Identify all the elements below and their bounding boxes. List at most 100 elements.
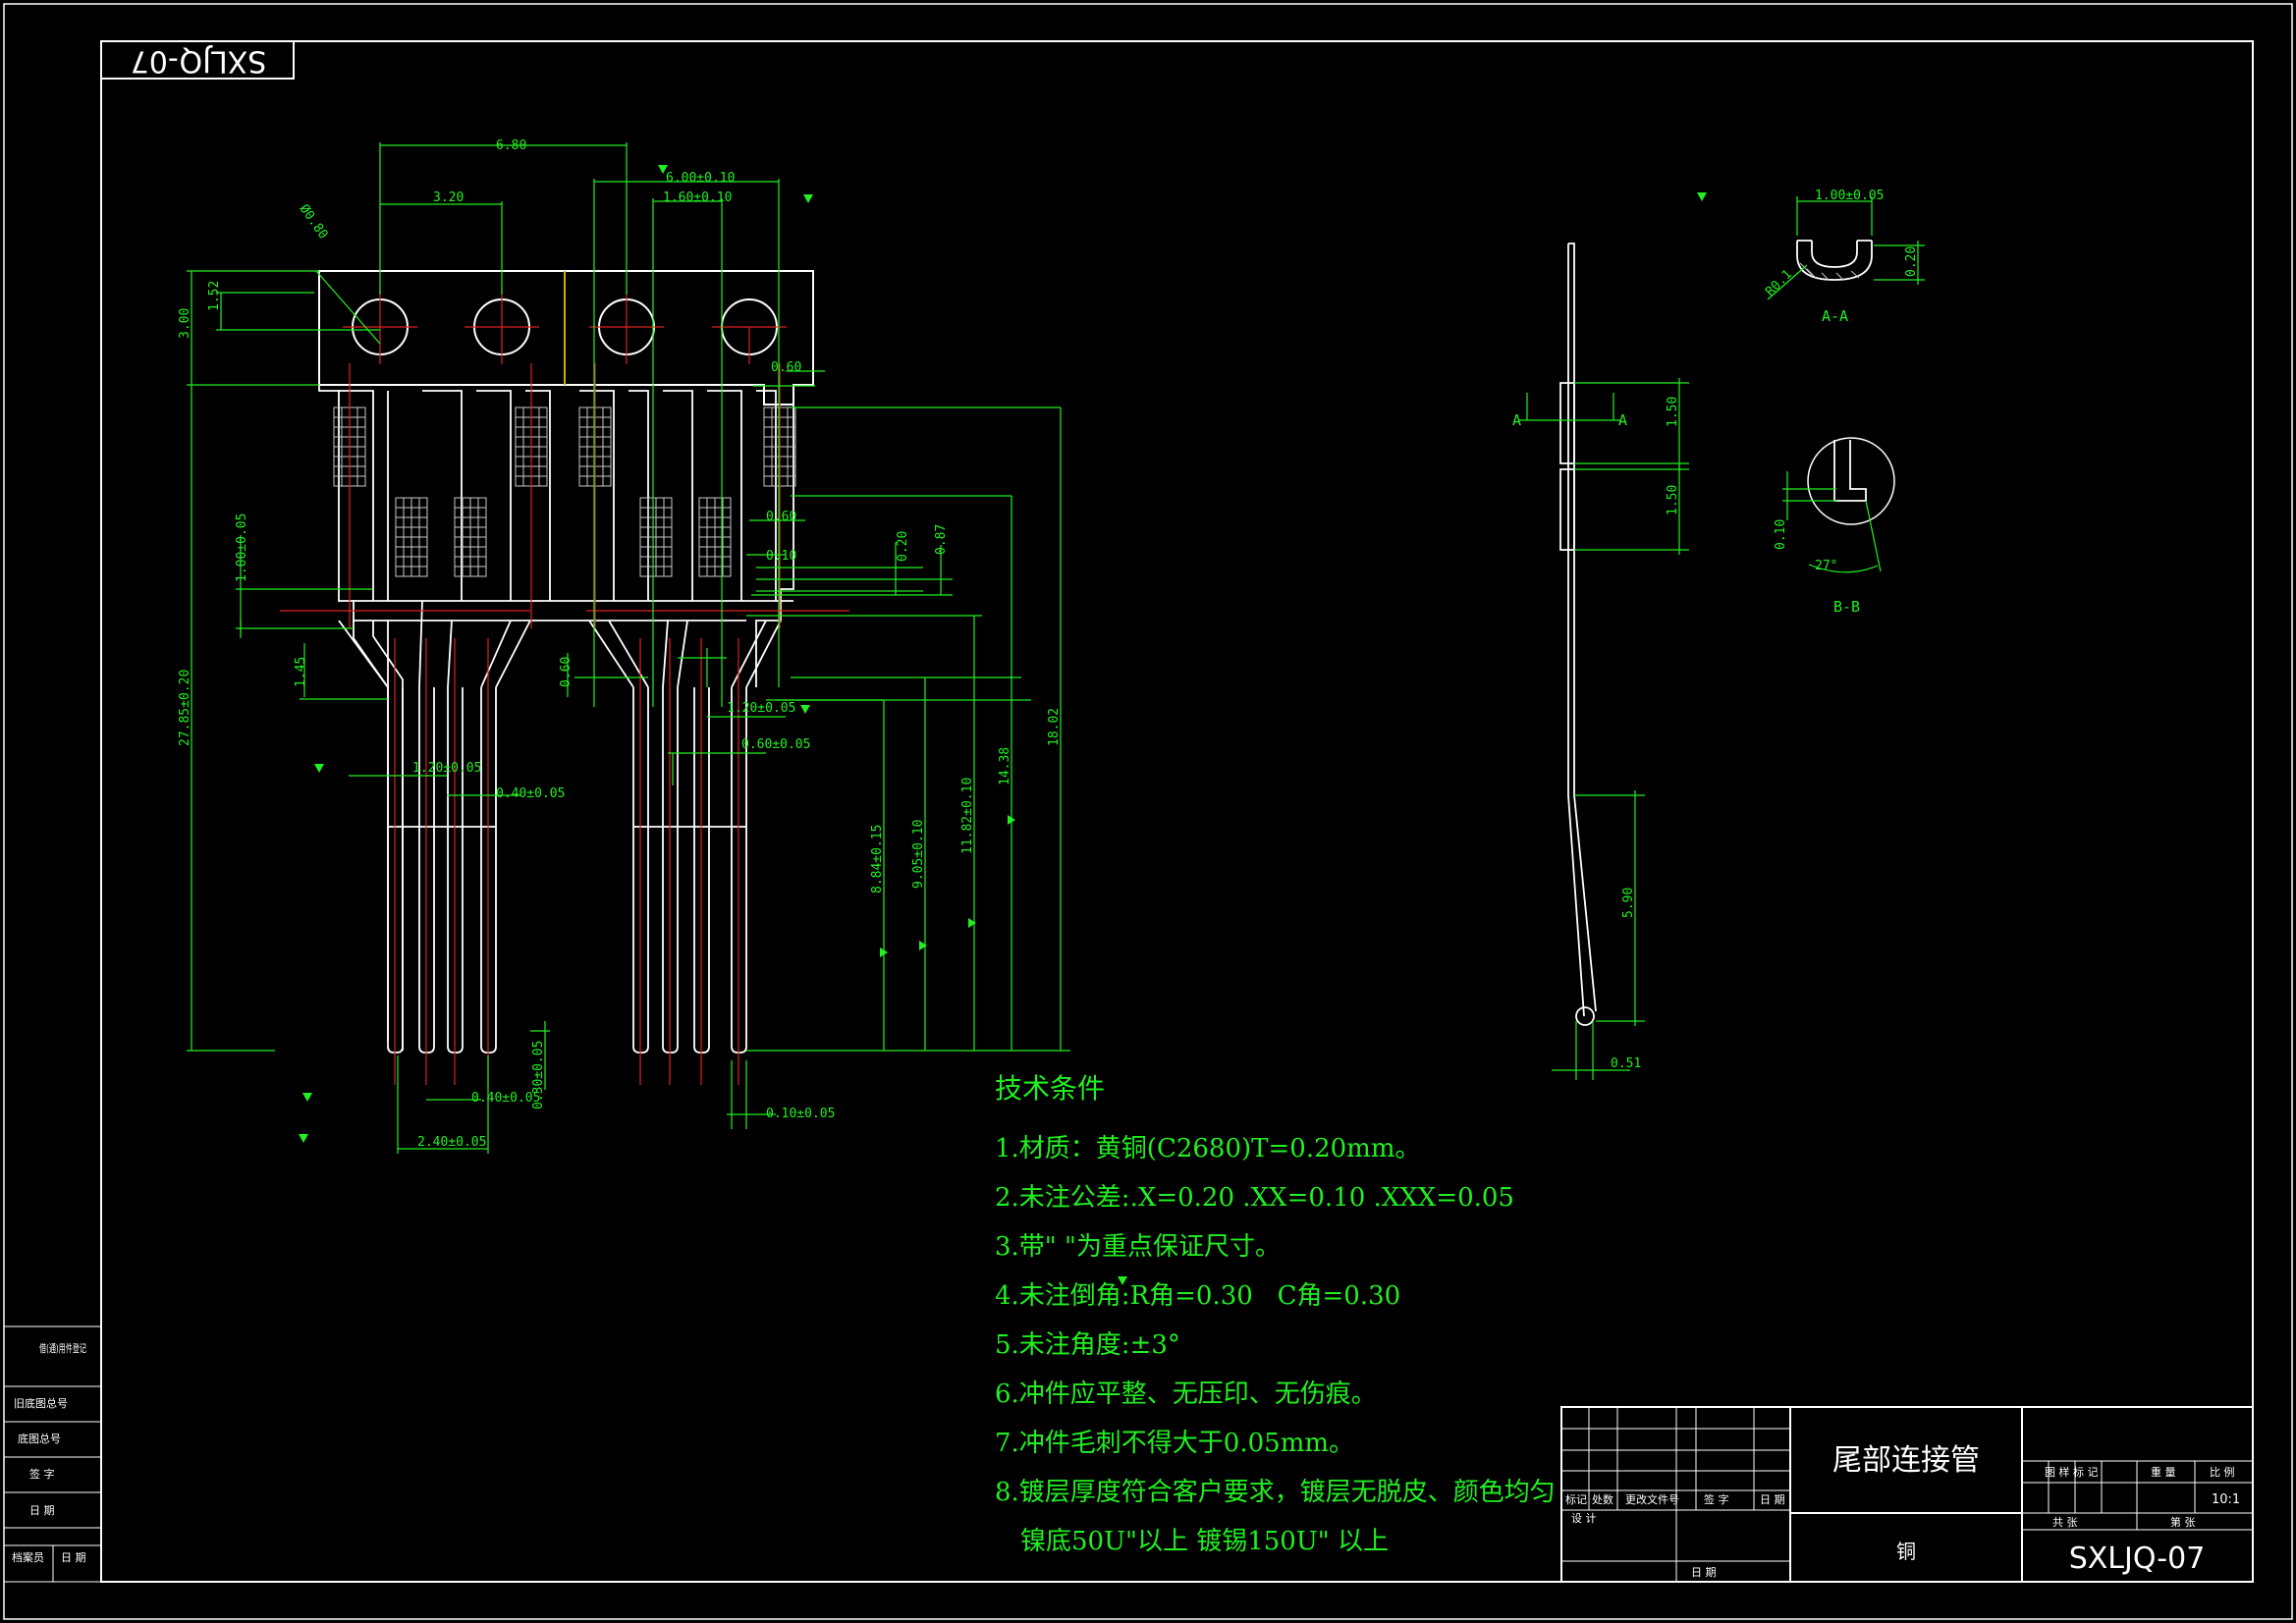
- crimp-blocks: [333, 406, 796, 577]
- dim-len-e: 18.02: [1047, 708, 1062, 746]
- note-8: 8.镀层厚度符合客户要求，镀层无脱皮、颜色均匀: [995, 1478, 1556, 1507]
- front-dimension-texts: 6.80 3.20 6.00±0.10 1.60±0.10 Ø0.80 3.00…: [178, 138, 1062, 1150]
- dim-b-h: 0.10: [1774, 519, 1788, 550]
- crimp-block: [698, 497, 732, 577]
- dim-tip-a: 0.30±0.05: [531, 1041, 546, 1109]
- technical-notes-title: 技术条件: [995, 1072, 1106, 1105]
- rev-col-date: 日 期: [1760, 1493, 1785, 1506]
- side-view: A A 1.50 1.50 5.90 0.51: [1512, 243, 1689, 1080]
- drawing-number: SXLJQ-07: [2069, 1542, 2206, 1576]
- note-8-sub: 镍底50U"以上 镀锡150U" 以上: [1020, 1527, 1389, 1556]
- part-name: 尾部连接管: [1832, 1443, 1980, 1478]
- note-2: 2.未注公差:.X=0.20 .XX=0.10 .XXX=0.05: [995, 1183, 1514, 1213]
- dim-010: 0.10: [766, 549, 796, 564]
- rev-col-mark: 标记: [1565, 1492, 1587, 1506]
- front-view: 6.80 3.20 6.00±0.10 1.60±0.10 Ø0.80 3.00…: [178, 138, 1707, 1285]
- section-a-right: A: [1618, 411, 1627, 429]
- rev-col-count: 处数: [1592, 1493, 1613, 1506]
- dim-strip-h: 3.00: [178, 308, 192, 339]
- dim-vert-b: 1.45: [294, 657, 308, 687]
- title-block: [1560, 1406, 2254, 1583]
- dim-020: 0.20: [896, 531, 910, 562]
- dim-shoulder: 0.60: [559, 657, 574, 687]
- section-bb: 0.10 27° B-B: [1774, 437, 1895, 616]
- dim-side-051: 0.51: [1611, 1056, 1641, 1071]
- dim-len-b: 9.05±0.10: [911, 820, 926, 889]
- dim-side-150b: 1.50: [1666, 485, 1680, 515]
- crimp-block: [454, 497, 487, 577]
- dim-pin-spacing: 2.40±0.05: [417, 1135, 486, 1150]
- crimp-block: [395, 497, 428, 577]
- front-dimension-lines: [187, 142, 1070, 1154]
- dim-pin-w: 0.40±0.05: [496, 786, 565, 801]
- drawing-code-box: SXLJQ-07: [100, 40, 295, 80]
- left-record-block: [3, 1325, 102, 1583]
- note-6: 6.冲件应平整、无压印、无伤痕。: [995, 1380, 1377, 1409]
- scale-header: 比 例: [2210, 1465, 2235, 1479]
- dim-sec-w: 1.00±0.05: [1815, 189, 1884, 203]
- dim-len-a: 8.84±0.15: [870, 825, 885, 893]
- dim-tip-b: 0.10±0.05: [766, 1107, 835, 1121]
- left-label-3: 签 字: [29, 1467, 55, 1481]
- rev-col-sign: 签 字: [1704, 1492, 1729, 1506]
- design-label: 设 计: [1571, 1512, 1597, 1525]
- crimp-block: [639, 497, 673, 577]
- note-5: 5.未注角度:±3°: [995, 1330, 1180, 1360]
- dim-tip-len: 0.60±0.05: [741, 737, 810, 752]
- pin-centerlines: [280, 363, 849, 1085]
- dim-side-590: 5.90: [1621, 888, 1636, 918]
- left-label-0: 借(通)用件登记: [39, 1341, 86, 1355]
- dim-slot-w: 0.60: [771, 360, 801, 375]
- dim-pin-w2: 1.20±0.05: [727, 701, 795, 716]
- carrier-strip: [318, 270, 814, 406]
- weight-header: 重 量: [2151, 1465, 2176, 1479]
- left-record-labels: 借(通)用件登记 旧底图总号 底图总号 签 字 日 期 档案员 日 期: [12, 1341, 86, 1564]
- dim-overall-len: 27.85±0.20: [178, 670, 192, 746]
- total-sheets: 共 张: [2052, 1516, 2078, 1529]
- left-label-2: 底图总号: [18, 1432, 61, 1445]
- note-4: 4.未注倒角:R角=0.30 C角=0.30: [995, 1281, 1401, 1311]
- date-label: 日 期: [1691, 1566, 1717, 1579]
- left-label-6: 日 期: [61, 1551, 86, 1564]
- rev-col-doc: 更改文件号: [1625, 1492, 1679, 1506]
- inner-border: [100, 40, 2254, 1583]
- dim-width-total: 6.80: [496, 138, 526, 153]
- lead-frame: [318, 385, 794, 1054]
- dim-side-gap: 0.60: [766, 510, 796, 524]
- key-dimension-marks: [299, 165, 1707, 1285]
- dim-pin-gap: 1.20±0.05: [412, 761, 481, 776]
- hole-centerlines: [343, 290, 787, 364]
- dim-side-150a: 1.50: [1666, 397, 1680, 427]
- dim-tol-b: 1.60±0.10: [663, 190, 732, 205]
- stage-mark-header: 图 样 标 记: [2045, 1465, 2099, 1479]
- outer-border: [3, 3, 2293, 1620]
- section-bb-label: B-B: [1833, 598, 1860, 616]
- dim-sec-r: R0.1: [1763, 267, 1795, 299]
- note-7: 7.冲件毛刺不得大于0.05mm。: [995, 1429, 1355, 1458]
- dim-tol-a: 6.00±0.10: [666, 171, 735, 186]
- dim-b-angle: 27°: [1815, 559, 1837, 573]
- dim-len-c: 11.82±0.10: [960, 778, 975, 854]
- title-block-texts: 尾部连接管 铜 SXLJQ-07 10:1 图 样 标 记 重 量 比 例 共 …: [1565, 1443, 2240, 1579]
- section-aa: 1.00±0.05 R0.1 0.20 A-A: [1763, 189, 1925, 325]
- scale-value: 10:1: [2212, 1492, 2240, 1507]
- dim-sec-h: 0.20: [1904, 246, 1919, 277]
- material: 铜: [1896, 1540, 1916, 1563]
- left-label-1: 旧底图总号: [14, 1396, 68, 1410]
- left-label-4: 日 期: [29, 1504, 55, 1517]
- dim-pitch: 3.20: [433, 190, 464, 205]
- note-1: 1.材质：黄铜(C2680)T=0.20mm。: [995, 1134, 1421, 1163]
- dim-hole-dia: Ø0.80: [297, 202, 331, 243]
- left-label-5: 档案员: [12, 1550, 44, 1564]
- dim-edge-dist: 1.52: [207, 281, 222, 311]
- sheet-no: 第 张: [2170, 1515, 2196, 1529]
- technical-notes: 技术条件 1.材质：黄铜(C2680)T=0.20mm。 2.未注公差:.X=0…: [995, 1067, 1556, 1566]
- dim-087: 0.87: [934, 524, 949, 555]
- dim-pin-gap2: 0.40±0.05: [471, 1091, 540, 1106]
- dim-len-d: 14.38: [998, 747, 1012, 785]
- note-3: 3.带" "为重点保证尺寸。: [995, 1232, 1281, 1262]
- section-a-left: A: [1512, 411, 1521, 429]
- section-aa-label: A-A: [1822, 307, 1848, 325]
- dim-vert-a: 1.00±0.05: [235, 514, 249, 582]
